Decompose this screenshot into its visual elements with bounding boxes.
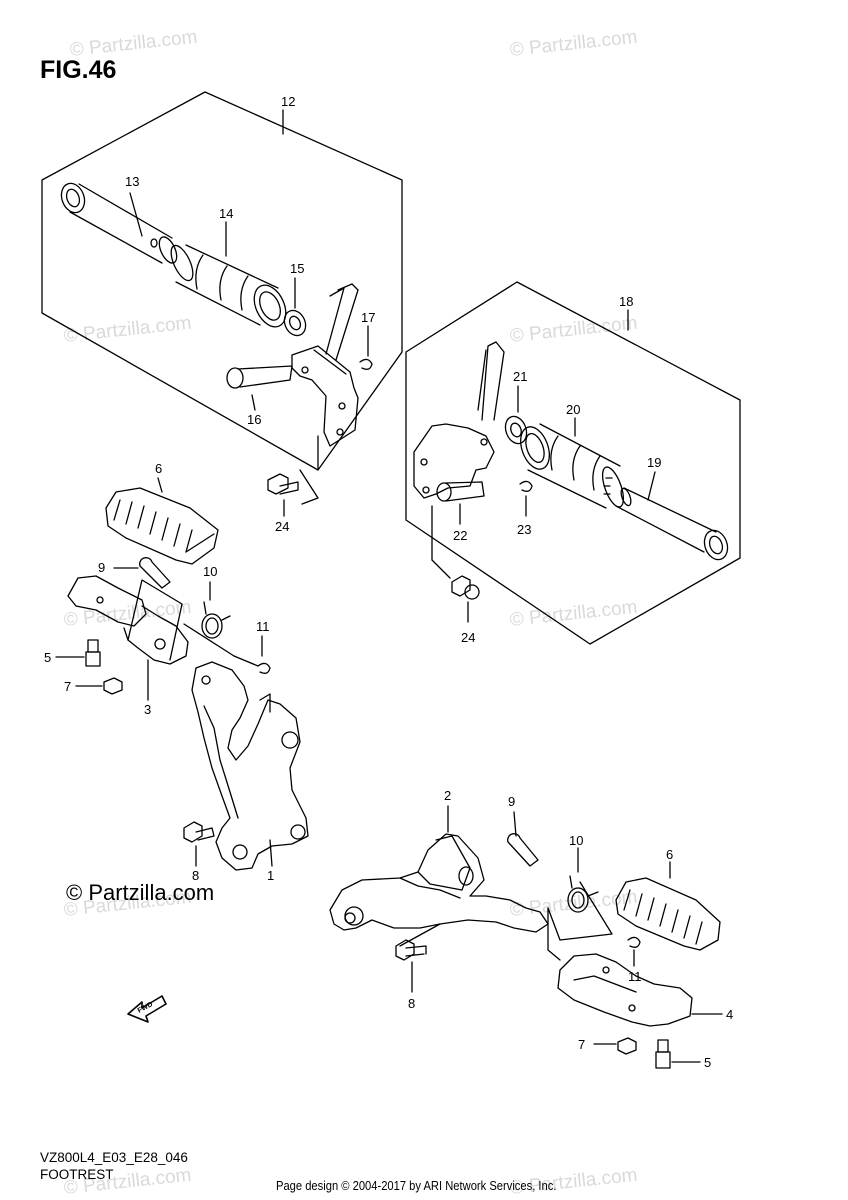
- bolt-5-right: [655, 1039, 701, 1069]
- callout-8-right: 8: [408, 996, 415, 1011]
- pin-9-left: [113, 557, 171, 589]
- pin-9-right: [507, 811, 539, 867]
- callout-12: 12: [281, 94, 295, 109]
- rubber-grip-14: [170, 221, 287, 328]
- callout-6-right: 6: [666, 847, 673, 862]
- footrest-bracket-1-left: [191, 661, 309, 871]
- nut-7-left: [75, 677, 123, 695]
- callout-9-right: 9: [508, 794, 515, 809]
- callout-10-left: 10: [203, 564, 217, 579]
- callout-10-right: 10: [569, 833, 583, 848]
- callout-17: 17: [361, 310, 375, 325]
- footpeg-rubber-6-left: [105, 477, 219, 565]
- callout-15: 15: [290, 261, 304, 276]
- pin-19: [615, 471, 729, 561]
- callout-22: 22: [453, 528, 467, 543]
- bolt-5-left: [55, 639, 101, 667]
- callout-13: 13: [125, 174, 139, 189]
- washer-15: [283, 277, 307, 337]
- pin-13: [60, 182, 178, 264]
- bolt-8-left: [183, 821, 215, 867]
- callout-24-lower: 24: [461, 630, 475, 645]
- rubber-grip-20: [520, 417, 625, 509]
- clip-23: [519, 480, 533, 517]
- callout-20: 20: [566, 402, 580, 417]
- figure-title: FIG.46: [40, 56, 117, 84]
- callout-8-left: 8: [192, 868, 199, 883]
- callout-9-left: 9: [98, 560, 105, 575]
- callout-5-left: 5: [44, 650, 51, 665]
- assembly-12-box: [41, 91, 403, 471]
- callout-24-upper: 24: [275, 519, 289, 534]
- assembly-18-box: [405, 281, 741, 645]
- callout-14: 14: [219, 206, 233, 221]
- bolt-24-upper: [267, 473, 299, 517]
- bolt-24-lower: [451, 575, 480, 623]
- bracket-3-left: [67, 575, 189, 701]
- callout-11-left: 11: [256, 619, 270, 634]
- pin-22: [436, 481, 485, 525]
- diagram-code: VZ800L4_E03_E28_046: [40, 1150, 188, 1165]
- callout-7-right: 7: [578, 1037, 585, 1052]
- page-design-credit: Page design © 2004-2017 by ARI Network S…: [276, 1178, 557, 1193]
- pin-16: [226, 365, 293, 411]
- callout-18: 18: [619, 294, 633, 309]
- bracket-18: [413, 341, 505, 499]
- bolt-8-right: [395, 939, 427, 993]
- washer-21: [504, 385, 528, 445]
- callout-2: 2: [444, 788, 451, 803]
- fwd-arrow-icon: [127, 995, 167, 1023]
- nut-7-right: [593, 1037, 637, 1055]
- diagram-caption: FOOTREST: [40, 1167, 114, 1182]
- callout-5-right: 5: [704, 1055, 711, 1070]
- bracket-12: [291, 283, 359, 447]
- callout-3: 3: [144, 702, 151, 717]
- callout-6-left: 6: [155, 461, 162, 476]
- bracket-4-right: [557, 953, 723, 1027]
- clip-11-left: [257, 635, 271, 674]
- callout-16: 16: [247, 412, 261, 427]
- spring-10-left: [201, 581, 231, 639]
- callout-23: 23: [517, 522, 531, 537]
- callout-4: 4: [726, 1007, 733, 1022]
- spring-10-right: [567, 847, 599, 913]
- partzilla-brand: © Partzilla.com: [66, 880, 215, 905]
- callout-1: 1: [267, 868, 274, 883]
- callout-21: 21: [513, 369, 527, 384]
- callout-11-right: 11: [628, 969, 642, 984]
- clip-17: [359, 325, 373, 370]
- footrest-bracket-2-right: [329, 805, 549, 933]
- callout-7-left: 7: [64, 679, 71, 694]
- clip-11-right: [627, 936, 641, 967]
- callout-19: 19: [647, 455, 661, 470]
- footpeg-rubber-6-right: [615, 861, 721, 951]
